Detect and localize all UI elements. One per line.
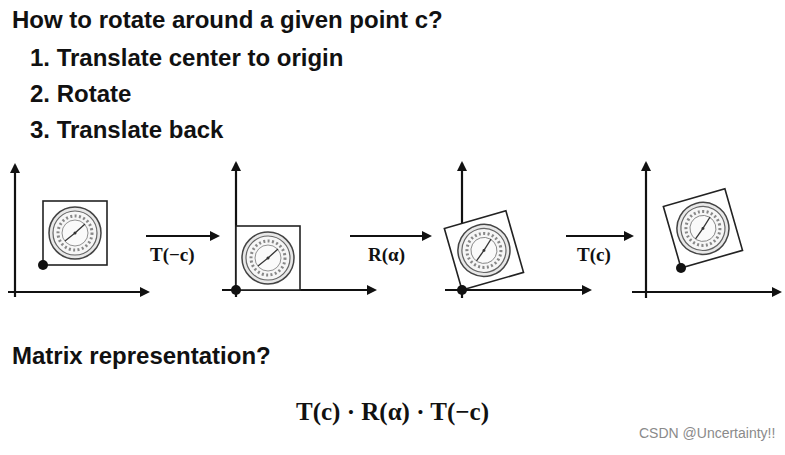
step-item: 2. Rotate [30,80,131,108]
transform-label: R(α) [368,244,405,266]
transform-label: T(−c) [150,244,195,266]
section-heading: Matrix representation? [12,342,271,370]
matrix-formula: T(c) · R(α) · T(−c) [296,398,489,426]
step-item: 3. Translate back [30,116,223,144]
slide-title: How to rotate around a given point c? [12,6,443,34]
watermark: CSDN @Uncertainty!! [639,425,775,441]
transform-label: T(c) [577,244,611,266]
step-item: 1. Translate center to origin [30,44,343,72]
